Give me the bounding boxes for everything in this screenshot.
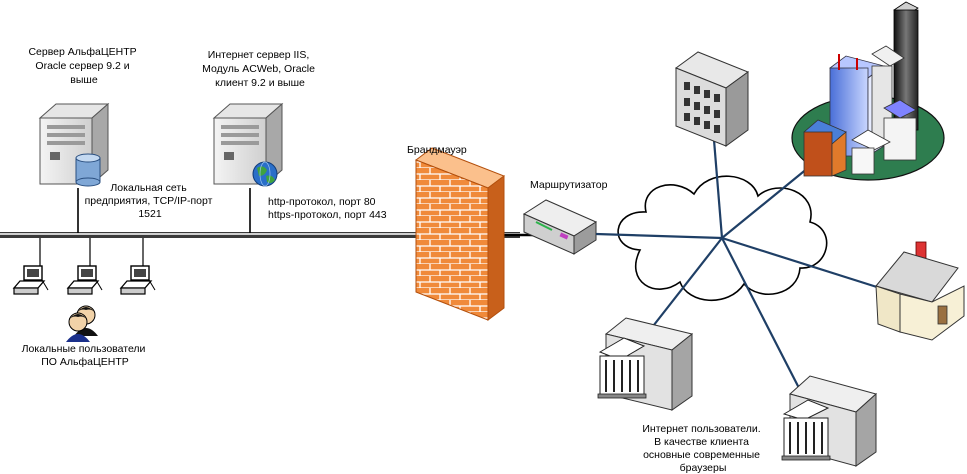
protocols-label: http-протокол, порт 80 https-протокол, п… [268, 196, 387, 221]
router-label: Маршрутизатор [530, 179, 608, 191]
router-icon [522, 199, 598, 255]
bank-building-right-icon [781, 375, 878, 467]
office-building-icon [674, 51, 750, 147]
city-buildings-icon [791, 1, 945, 181]
lan-label: Локальная сеть предприятия, TCP/IP-порт … [85, 182, 216, 220]
firewall-icon [414, 147, 506, 321]
globe-icon [252, 161, 278, 187]
workstation-icon-1 [12, 265, 49, 295]
database-icon [75, 153, 101, 187]
server-alfa-label: Сервер АльфаЦЕНТР Oracle сервер 9.2 и вы… [28, 46, 139, 86]
firewall-label: Брандмауэр [407, 144, 467, 156]
internet-links [595, 139, 881, 391]
internet-users-label: Интернет пользователи. В качестве клиент… [642, 423, 763, 474]
workstation-icon-3 [119, 265, 156, 295]
server-iis-icon [212, 102, 284, 187]
house-icon [875, 241, 965, 341]
server-iis-label: Интернет сервер IIS, Модуль ACWeb, Oracl… [202, 49, 318, 89]
users-icon [66, 305, 98, 342]
server-alfa-icon [38, 102, 110, 187]
bank-building-left-icon [597, 317, 694, 411]
local-users-label: Локальные пользователи ПО АльфаЦЕНТР [22, 343, 149, 368]
workstation-icon-2 [66, 265, 103, 295]
